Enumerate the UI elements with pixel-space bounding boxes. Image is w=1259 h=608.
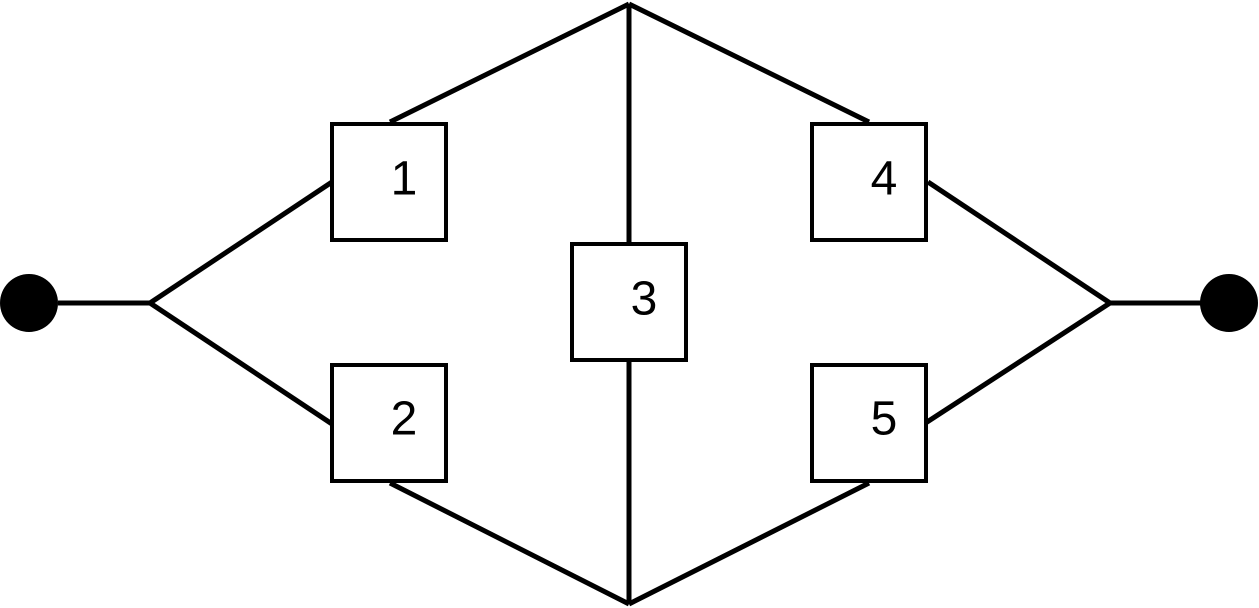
wire-input-to-block-2 <box>148 300 334 427</box>
block-4-label: 4 <box>871 153 898 206</box>
wire-top-junction-to-block-4 <box>627 1 871 125</box>
output-terminal <box>1200 274 1258 332</box>
block-5-label: 5 <box>871 393 898 446</box>
block-4: 4 <box>810 122 928 242</box>
input-terminal <box>0 274 58 332</box>
block-4-box <box>810 122 928 242</box>
wire-block-4-to-output <box>926 179 1112 306</box>
block-1-box <box>330 122 448 242</box>
block-5: 5 <box>810 363 928 483</box>
wire-block-2-to-bottom-junction <box>388 480 631 607</box>
block-5-box <box>810 363 928 483</box>
wire-input-to-block-1 <box>148 179 334 306</box>
block-2: 2 <box>330 363 448 483</box>
block-3-box <box>570 242 688 362</box>
wire-block-5-to-output <box>922 300 1112 427</box>
block-2-label: 2 <box>391 393 418 446</box>
wire-block-1-to-top-junction <box>388 1 631 125</box>
block-1-label: 1 <box>391 153 418 206</box>
block-1: 1 <box>330 122 448 242</box>
wire-bottom-junction-to-block-5 <box>627 480 871 607</box>
block-2-box <box>330 363 448 483</box>
block-3-label: 3 <box>631 273 658 326</box>
block-3: 3 <box>570 242 688 362</box>
